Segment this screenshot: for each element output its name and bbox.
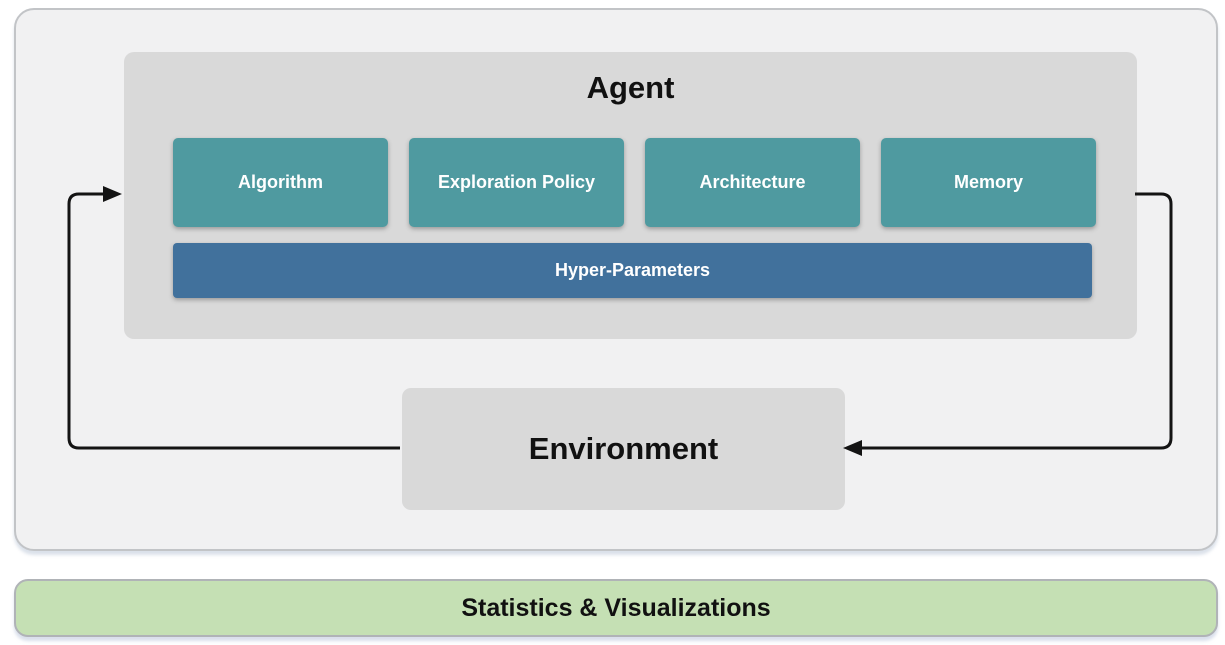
- hyper-parameters-bar: Hyper-Parameters: [173, 243, 1092, 298]
- environment-box: Environment: [402, 388, 845, 510]
- module-exploration-policy: Exploration Policy: [409, 138, 624, 227]
- stats-bar-label: Statistics & Visualizations: [461, 593, 771, 622]
- training-loop-panel: Agent Algorithm Exploration Policy Archi…: [14, 8, 1218, 551]
- agent-box: Agent Algorithm Exploration Policy Archi…: [124, 52, 1137, 339]
- agent-modules-row: Algorithm Exploration Policy Architectur…: [173, 138, 1096, 227]
- module-algorithm: Algorithm: [173, 138, 388, 227]
- module-memory: Memory: [881, 138, 1096, 227]
- statistics-visualizations-bar: Statistics & Visualizations: [14, 579, 1218, 637]
- agent-title: Agent: [586, 70, 675, 105]
- environment-title: Environment: [528, 431, 719, 466]
- module-architecture: Architecture: [645, 138, 860, 227]
